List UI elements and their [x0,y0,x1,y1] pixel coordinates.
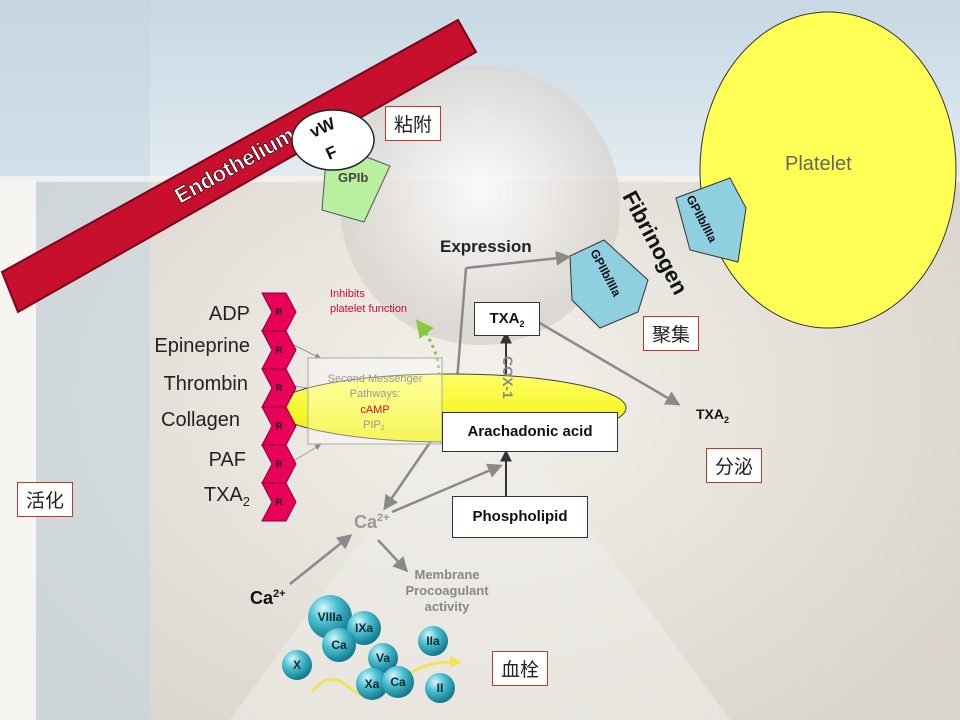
cn-label-thrombus: 血栓 [492,651,549,686]
factor-ball [356,668,388,700]
cn-label-secretion: 分泌 [706,448,763,483]
factor-label: IXa [355,621,373,635]
ca-outer-sup: 2+ [273,588,286,600]
factor-ca-2: Ca [322,628,356,662]
gp2b3a-receptor-lower [569,239,649,329]
factor-ball [418,626,448,656]
inhibits-label: Inhibits platelet function [330,287,407,317]
factor-va-5: Va [368,643,398,673]
cn-label-adhesion: 粘附 [385,106,442,141]
factor-ixa-1: IXa [347,611,381,645]
arrow-adp [289,342,322,359]
factor-ball [308,595,352,639]
vwf-circle [291,109,375,171]
txa2-box-sub: 2 [519,319,525,329]
factor-label: II [437,681,444,695]
receptor-letter: R [276,459,283,469]
agonist-collagen: Collagen [161,409,240,431]
arrow-txa2-secretion [537,320,681,406]
agonist-paf: PAF [208,449,246,471]
ca-outer-label: Ca [250,588,274,608]
platelet-cell [699,11,957,329]
receptor-letter: R [276,421,283,431]
receptor-letter: R [276,383,283,393]
txa2-box: TXA2 [474,302,540,336]
factor-xa-6: Xa [356,668,388,700]
second-messenger-line2: Pathways: [350,388,401,400]
arrow-ca-influx [289,534,353,585]
txa2-secreted-label: TXA [696,406,724,422]
factor-ball [368,643,398,673]
factor-label: Xa [365,677,380,691]
cn-label-aggregation: 聚集 [643,316,700,351]
txa2-secreted: TXA2 [696,406,729,425]
arrow-paf [289,444,322,464]
endothelium-bar [0,18,478,314]
factor-ball [347,611,381,645]
factor-label: IIa [426,634,440,648]
factor-cascade-arrowhead [450,656,462,668]
membrane-procoagulant-line2: Procoagulant [405,583,489,598]
factor-ii-8: II [425,673,455,703]
arachidonic-acid-box: Arachadonic acid [442,412,618,452]
inhibits-line2: platelet function [330,303,408,315]
factor-label: Ca [390,675,406,689]
arrow-ca-to-pla2 [391,463,503,514]
txa2-secreted-sub: 2 [724,414,730,425]
agonist-thrombin: Thrombin [163,373,248,395]
membrane-procoagulant-line3: activity [424,599,470,614]
cn-label-activation: 活化 [17,482,74,517]
factor-ball [425,673,455,703]
receptor-letter: R [276,497,283,507]
membrane-procoagulant-label: Membrane Procoagulant activity [392,567,502,615]
ca-outer: Ca2+ [250,588,286,609]
camp-label: cAMP [360,404,389,416]
phospholipid-box: Phospholipid [452,496,588,538]
gp2b3a-receptor-upper [675,177,747,263]
inhibits-line1: Inhibits [330,288,365,300]
txa2-box-label: TXA [489,310,520,327]
factor-label: Va [376,651,390,665]
factor-viiia-0: VIIIa [308,595,352,639]
agonist-txa2-sub: 2 [242,494,250,509]
factor-iia-3: IIa [418,626,448,656]
arrow-procoagulant [377,539,409,573]
factor-label: X [293,658,301,672]
factor-x-4: X [282,650,312,680]
factor-ball [382,666,414,698]
receptor-shape [261,482,297,522]
receptor-letter: R [276,307,283,317]
receptor-letter: R [276,345,283,355]
factor-ball [282,650,312,680]
arrow-expression [465,250,571,270]
ca-inner-label: Ca [354,512,378,532]
ca-inner-sup: 2+ [377,512,390,524]
factor-label: VIIIa [318,610,343,624]
receptor-txa2: R [261,482,297,522]
factor-label: Ca [331,638,347,652]
agonist-epinephrine: Epineprine [154,335,250,357]
membrane-procoagulant-line1: Membrane [414,567,480,582]
agonist-txa2: TXA2 [80,484,250,509]
agonist-adp: ADP [208,303,250,325]
cox1-label: COX-1 [500,356,516,399]
gpib-label: GPIb [338,170,368,185]
agonist-txa2-label: TXA [203,484,243,506]
pip-label: PIP2 [363,419,385,432]
second-messenger-box [307,357,443,445]
factor-ball [322,628,356,662]
expression-label: Expression [440,237,532,256]
ca-inner: Ca2+ [354,512,390,533]
platelet-label: Platelet [785,153,852,175]
second-messenger-line1: Second Messenger [328,373,423,385]
factor-ca-7: Ca [382,666,414,698]
